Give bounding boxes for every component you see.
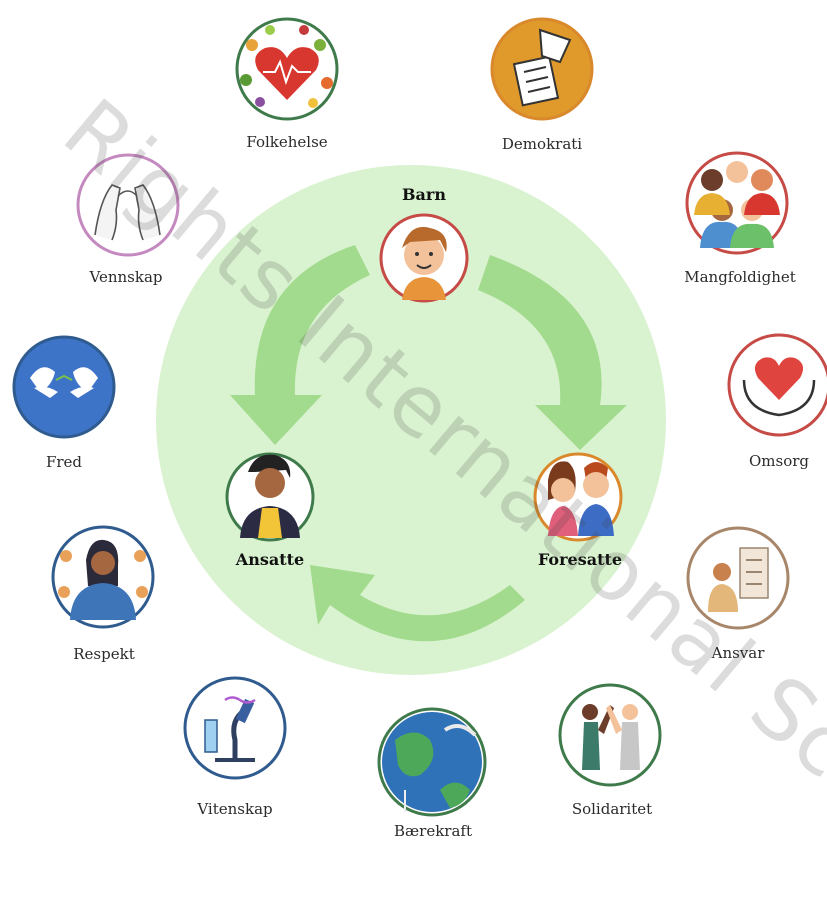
arrow-foresatte-to-ansatte [310, 565, 525, 642]
guardians-avatar-icon [548, 461, 614, 536]
arrow-barn-to-foresatte [478, 255, 627, 450]
label-mangfoldighet: Mangfoldighet [684, 268, 796, 286]
label-omsorg: Omsorg [748, 452, 810, 470]
label-vitenskap: Vitenskap [197, 800, 273, 818]
person-thumbs-up-icon [58, 539, 148, 620]
ballot-icon [512, 28, 572, 107]
value-folkehelse [235, 17, 339, 121]
value-ansvar [686, 526, 790, 630]
cycle-arrows [230, 245, 627, 642]
label-barn: Barn [402, 185, 446, 204]
heart-hands-icon [742, 357, 816, 417]
label-solidaritet: Solidaritet [571, 800, 653, 818]
label-ansatte: Ansatte [235, 550, 305, 569]
arrow-barn-to-ansatte [230, 245, 370, 445]
actor-barn [379, 213, 469, 303]
actor-foresatte [533, 452, 623, 542]
label-fred: Fred [45, 453, 83, 471]
value-vitenskap [183, 676, 287, 780]
label-demokrati: Demokrati [501, 135, 583, 153]
label-foresatte: Foresatte [537, 550, 623, 569]
earth-recycle-icon [382, 712, 482, 812]
value-vennskap [76, 153, 180, 257]
diagram-canvas [12, 17, 827, 817]
value-solidaritet [558, 683, 662, 787]
fred-ring [12, 335, 116, 439]
diverse-people-icon [694, 161, 780, 248]
checklist-person-icon [708, 547, 769, 612]
vennskap-ring [76, 153, 180, 257]
label-ansvar: Ansvar [711, 644, 765, 662]
label-folkehelse: Folkehelse [246, 133, 328, 151]
value-respekt [51, 525, 155, 629]
label-vennskap: Vennskap [89, 268, 163, 286]
value-mangfoldighet [685, 151, 789, 255]
label-respekt: Respekt [73, 645, 135, 663]
microscope-icon [204, 696, 256, 762]
ansvar-ring [686, 526, 790, 630]
actor-ansatte [225, 452, 315, 542]
staff-avatar-icon [240, 454, 300, 538]
value-demokrati [490, 17, 594, 121]
value-fred [12, 335, 116, 439]
value-baerekraft [377, 707, 487, 817]
child-avatar-icon [402, 226, 447, 300]
value-omsorg [727, 333, 827, 437]
label-baerekraft: Bærekraft [394, 822, 472, 840]
doves-icon [30, 367, 98, 398]
heart-produce-icon [240, 25, 333, 108]
values-diagram: Barn Ansatte Foresatte Folkehelse Demokr… [12, 17, 827, 918]
high-five-icon [582, 704, 640, 770]
solidaritet-ring [558, 683, 662, 787]
pinky-promise-icon [94, 184, 161, 241]
